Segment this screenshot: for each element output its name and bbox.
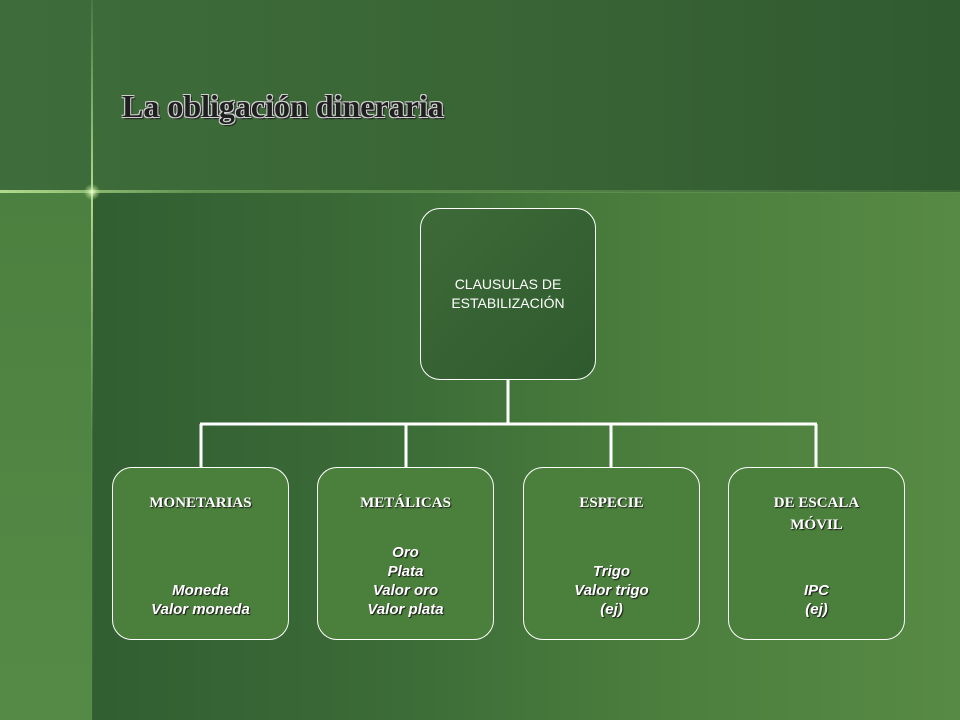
decor-vertical-line bbox=[91, 0, 93, 720]
child-node-item: Trigo bbox=[592, 563, 631, 580]
child-node-item: Moneda bbox=[172, 582, 229, 599]
child-node-escala-movil: DE ESCALA MÓVIL IPC (ej) bbox=[728, 467, 905, 640]
decor-horizontal-line bbox=[0, 190, 960, 193]
root-node-line-1: CLAUSULAS DE bbox=[454, 276, 562, 292]
root-node-clausulas: CLAUSULAS DE ESTABILIZACIÓN bbox=[420, 208, 596, 380]
child-node-item: Valor plata bbox=[367, 601, 444, 618]
child-node-items: Moneda Valor moneda bbox=[113, 581, 288, 619]
child-node-title: MONETARIAS bbox=[149, 495, 252, 511]
child-node-items: Oro Plata Valor oro Valor plata bbox=[318, 543, 493, 619]
child-node-items: Trigo Valor trigo (ej) bbox=[524, 562, 699, 619]
child-node-item: (ej) bbox=[600, 601, 623, 618]
child-node-metalicas: METÁLICAS Oro Plata Valor oro Valor plat… bbox=[317, 467, 494, 640]
child-node-items: IPC (ej) bbox=[729, 581, 904, 619]
child-node-item: Valor moneda bbox=[151, 601, 250, 618]
child-node-title: ESPECIE bbox=[579, 495, 644, 511]
root-node-label: CLAUSULAS DE ESTABILIZACIÓN bbox=[451, 275, 564, 313]
child-node-item: Valor oro bbox=[372, 582, 439, 599]
child-node-title: DE ESCALA MÓVIL bbox=[773, 495, 860, 533]
decor-sparkle-icon bbox=[84, 184, 100, 200]
child-node-title: METÁLICAS bbox=[360, 495, 451, 511]
child-node-item: Oro bbox=[392, 544, 419, 561]
child-node-item: Plata bbox=[387, 563, 424, 580]
root-node-line-2: ESTABILIZACIÓN bbox=[451, 295, 565, 311]
left-decor-strip bbox=[0, 192, 92, 720]
title-band bbox=[0, 0, 960, 192]
child-node-item: Valor trigo bbox=[574, 582, 649, 599]
child-node-monetarias: MONETARIAS Moneda Valor moneda bbox=[112, 467, 289, 640]
child-node-item: (ej) bbox=[805, 601, 828, 618]
slide-title: La obligación dineraria bbox=[122, 88, 444, 124]
child-node-item: IPC bbox=[803, 582, 829, 599]
child-node-especie: ESPECIE Trigo Valor trigo (ej) bbox=[523, 467, 700, 640]
